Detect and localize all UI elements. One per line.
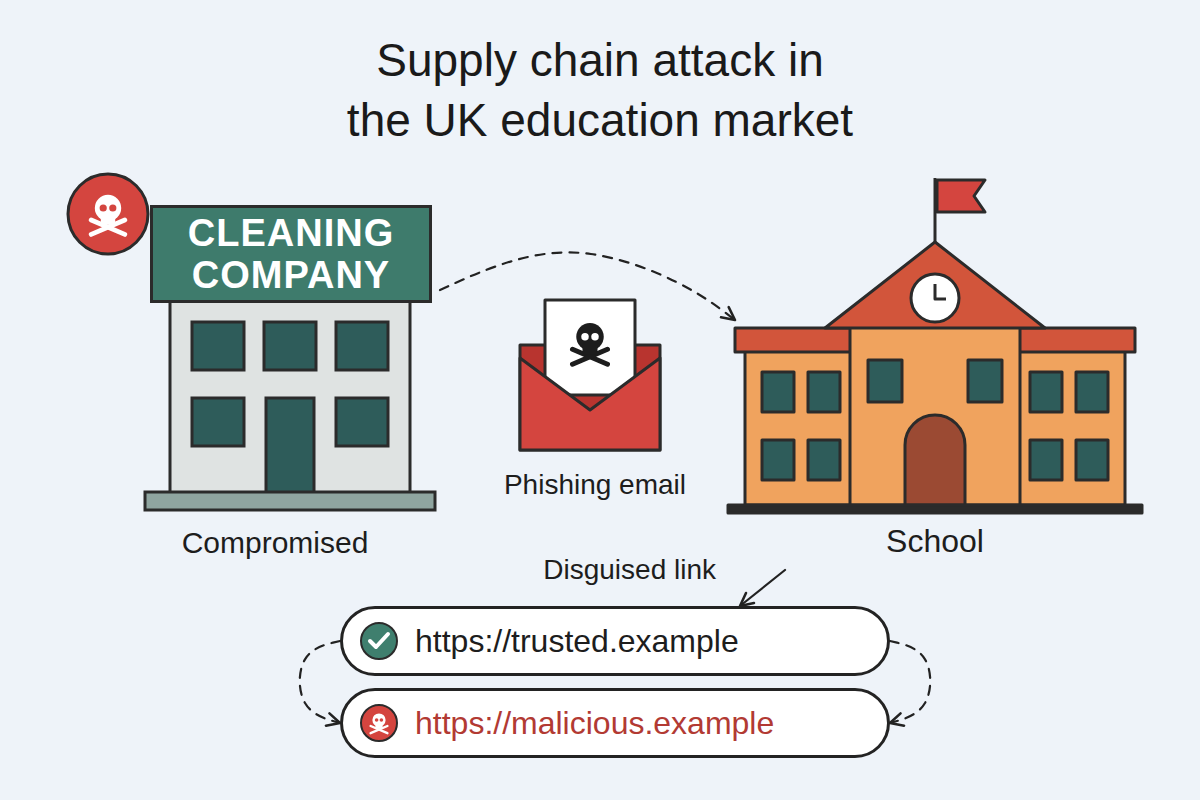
skull-icon <box>361 705 397 741</box>
company-building <box>145 492 435 510</box>
url-pill: https://trusted.example <box>340 606 890 676</box>
school-building <box>937 180 985 212</box>
caption: School <box>735 522 1135 560</box>
phishing-envelope <box>545 300 635 395</box>
compromised-badge <box>68 174 148 254</box>
edge-label: Disguised link <box>539 553 720 587</box>
school-building <box>735 328 860 352</box>
compromised-badge <box>91 195 125 235</box>
school-building <box>825 242 1045 328</box>
url-pill: https://malicious.example <box>340 688 890 758</box>
school-building <box>745 350 855 505</box>
envelope-node: Phishing email <box>480 300 714 500</box>
caption: Compromised <box>140 525 410 561</box>
school-building <box>905 415 965 505</box>
compromised-badge <box>68 174 148 254</box>
school-building <box>1076 440 1108 480</box>
school-building <box>1030 440 1062 480</box>
school-building <box>850 325 1020 505</box>
school-building <box>868 360 902 402</box>
school-building <box>911 274 959 322</box>
school-building <box>968 360 1002 402</box>
school-building <box>1076 372 1108 412</box>
skull-icon <box>359 703 399 743</box>
company-building <box>192 322 244 370</box>
dashed-arrow <box>300 641 340 723</box>
dashed-arrow <box>890 641 930 723</box>
company-building <box>336 322 388 370</box>
check-icon <box>359 621 399 661</box>
company-building <box>336 398 388 446</box>
school-building <box>762 372 794 412</box>
school-building <box>1010 328 1135 352</box>
check-icon <box>370 634 388 647</box>
skull-icon <box>371 713 388 733</box>
company-building <box>266 398 314 493</box>
school-building <box>808 440 840 480</box>
school-building <box>762 440 794 480</box>
company-building <box>264 322 316 370</box>
phishing-envelope <box>520 300 660 450</box>
arrow <box>740 570 785 606</box>
building-node: School <box>735 170 1139 570</box>
url-text: https://malicious.example <box>415 704 774 742</box>
url-text: https://trusted.example <box>415 622 739 660</box>
sign-text: CLEANING COMPANY <box>150 205 432 303</box>
school-building <box>1015 350 1125 505</box>
school-building <box>1030 372 1062 412</box>
phishing-envelope <box>573 323 608 364</box>
check-icon <box>361 623 397 659</box>
company-building <box>192 398 244 446</box>
caption: Phishing email <box>480 468 710 502</box>
school-building <box>728 178 1142 513</box>
company-building <box>170 298 410 493</box>
company-building <box>145 298 435 510</box>
diagram-title: Supply chain attack in the UK education … <box>342 30 858 150</box>
school-building <box>728 505 1142 513</box>
dashed-arrow <box>440 252 735 320</box>
phishing-envelope <box>520 358 660 450</box>
school-building <box>808 372 840 412</box>
building-node: CLEANING COMPANY Compromised <box>140 195 440 570</box>
school-building <box>935 284 946 299</box>
